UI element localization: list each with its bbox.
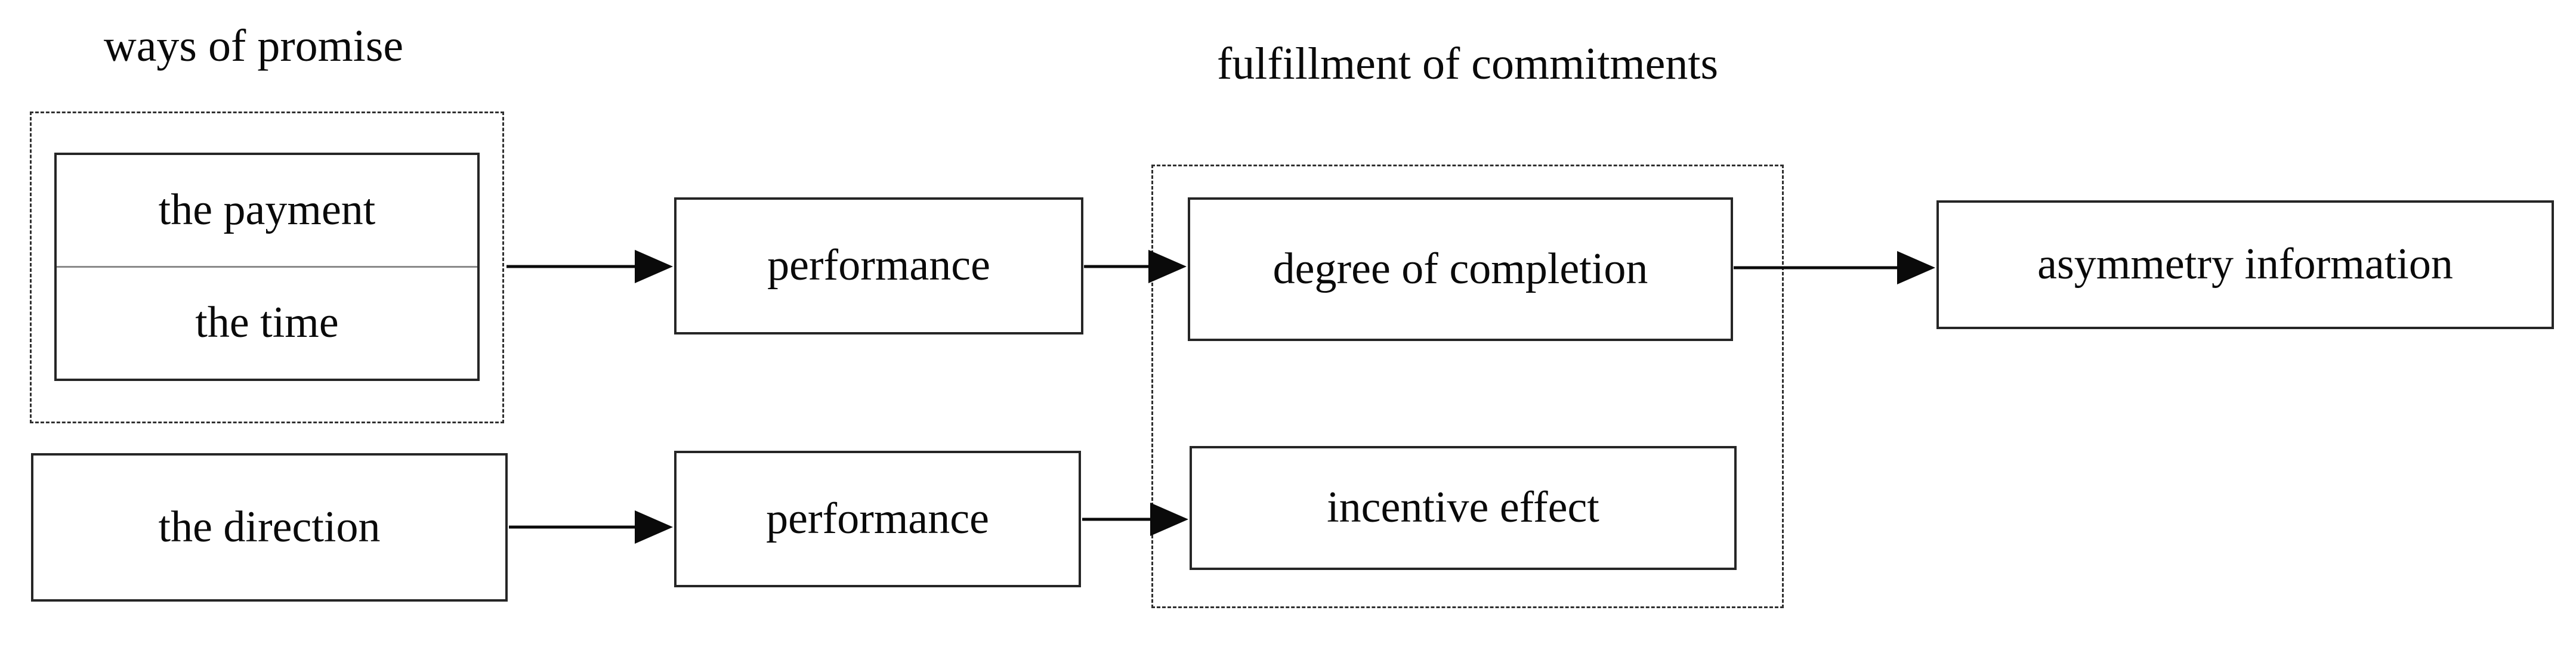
node-the-payment: the payment <box>57 155 477 268</box>
node-label-the-time: the time <box>195 298 339 348</box>
node-label-asymmetry-information: asymmetry information <box>2037 240 2453 289</box>
node-the-direction: the direction <box>31 453 508 602</box>
arrow-direction-to-performance <box>509 510 673 544</box>
node-asymmetry-information: asymmetry information <box>1936 200 2554 329</box>
node-incentive-effect: incentive effect <box>1190 446 1737 570</box>
node-performance-top: performance <box>674 197 1083 334</box>
node-degree-of-completion: degree of completion <box>1188 197 1733 341</box>
node-label-degree-of-completion: degree of completion <box>1272 244 1648 293</box>
node-label-performance-bottom: performance <box>766 494 989 543</box>
arrow-promise-to-performance <box>506 250 673 283</box>
node-label-the-payment: the payment <box>158 185 376 235</box>
node-label-incentive-effect: incentive effect <box>1327 483 1599 532</box>
node-the-time: the time <box>57 268 477 379</box>
node-promise-split-box: the payment the time <box>54 153 480 381</box>
node-label-the-direction: the direction <box>158 502 381 552</box>
group-box-fulfillment-of-commitments <box>1151 165 1784 608</box>
group-box-ways-of-promise <box>30 111 504 423</box>
group-title-ways-of-promise: ways of promise <box>103 21 404 71</box>
node-label-performance-top: performance <box>767 241 990 290</box>
group-title-fulfillment-of-commitments: fulfillment of commitments <box>1216 39 1719 89</box>
node-performance-bottom: performance <box>674 451 1081 587</box>
